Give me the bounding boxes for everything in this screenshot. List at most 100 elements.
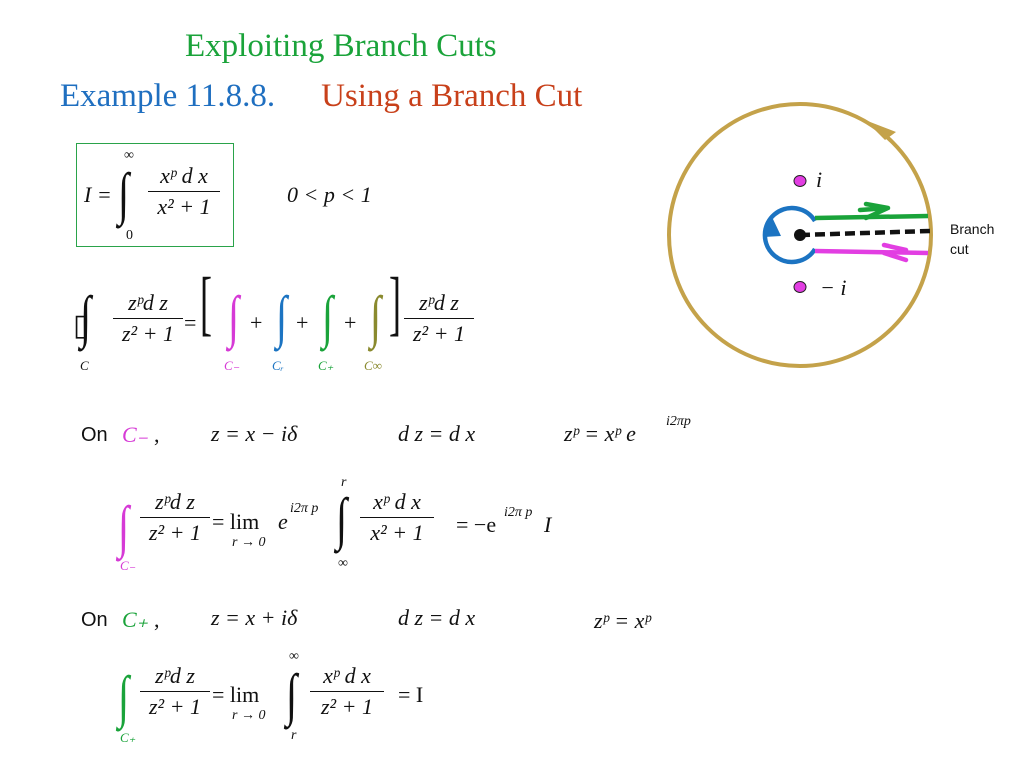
eq2-lhs-fraction: zᵖd z z² + 1: [113, 290, 183, 347]
eq4-inner-numerator: xᵖ d x: [323, 663, 371, 688]
eq3-exp-base: e: [278, 509, 288, 534]
eq1-denominator: x² + 1: [157, 194, 211, 219]
upper-path-arrow: [857, 201, 891, 221]
eq1-upper-limit: ∞: [124, 148, 134, 163]
cminus-zp-exponent: i2πp: [666, 414, 691, 429]
eq2-integral-cinf: ∫: [370, 284, 382, 349]
eq2-plus-1: +: [250, 310, 263, 335]
pole-top-label: i: [816, 167, 822, 192]
eq3-contour-label: C₋: [120, 558, 136, 573]
eq1-lower-limit: 0: [126, 228, 133, 243]
eq3-lhs-numerator: zᵖd z: [155, 489, 195, 514]
eq4-integral-sign: ∫: [118, 664, 130, 729]
cminus-zp-definition: zᵖ = xᵖ e: [564, 421, 636, 446]
eq2-integral-cr: ∫: [276, 284, 288, 349]
eq1-numerator: xᵖ d x: [160, 163, 208, 188]
eq4-lhs-numerator: zᵖd z: [155, 663, 195, 688]
eq4-inner-integral-sign: ∫: [286, 662, 298, 727]
eq3-lim: = lim: [212, 509, 260, 534]
eq2-plus-3: +: [344, 310, 357, 335]
example-subtitle: Using a Branch Cut: [321, 78, 583, 114]
example-heading: Example 11.8.8. Using a Branch Cut: [60, 78, 582, 115]
title-line1: Exploiting Branch Cuts: [185, 28, 497, 64]
eq4-inner-denominator: z² + 1: [320, 694, 373, 719]
eq1-integral-sign: ∫: [118, 161, 130, 226]
eq3-lhs-fraction: zᵖd z z² + 1: [140, 489, 210, 546]
eq2-equals: =: [184, 310, 197, 335]
pole-bottom-label: − i: [820, 275, 846, 300]
branch-cut-label-2: cut: [950, 241, 969, 257]
eq3-result-tail: I: [544, 512, 552, 537]
eq2-integral-cplus: ∫: [322, 284, 334, 349]
eq3-inner-bar: [360, 517, 434, 518]
eq4-lower-limit: r: [291, 728, 297, 743]
pole-bottom-dot: [793, 281, 807, 293]
contour-diagram: i − i Branch cut: [667, 102, 994, 368]
branch-cut-line: [799, 228, 931, 238]
cplus-z-definition: z = x + iδ: [211, 605, 298, 630]
outer-contour-arrow: [865, 120, 896, 140]
eq3-upper-limit: r: [341, 475, 347, 490]
on-cminus-label: On: [81, 424, 108, 446]
eq2-contour-box: ▯: [73, 309, 90, 342]
on-cplus-contour: C₊: [122, 607, 149, 632]
eq3-integral-sign: ∫: [118, 494, 130, 559]
branch-cut-label-1: Branch: [950, 221, 994, 237]
eq3-inner-denominator: x² + 1: [370, 520, 424, 545]
eq1-fraction: xᵖ d x x² + 1: [148, 163, 220, 220]
example-number: Example 11.8.8.: [60, 78, 276, 114]
eq2-lhs-numerator: zᵖd z: [128, 290, 168, 315]
eq3-exponent: i2π p: [290, 501, 319, 516]
eq2-label-cr: Cᵣ: [272, 358, 284, 373]
eq4-lhs-fraction: zᵖd z z² + 1: [140, 663, 210, 720]
eq3-lower-limit: ∞: [338, 556, 348, 571]
eq3-lim-subscript: r → 0: [232, 535, 266, 550]
eq2-right-bracket: ]: [389, 263, 401, 343]
cplus-dz-definition: d z = d x: [398, 605, 476, 630]
eq4-lhs-denominator: z² + 1: [148, 694, 201, 719]
eq2-rhs-fraction: zᵖd z z² + 1: [404, 290, 474, 347]
eq2-integral-cminus: ∫: [228, 284, 240, 349]
eq2-rhs-numerator: zᵖd z: [419, 290, 459, 315]
eq3-result-exponent: i2π p: [504, 505, 533, 520]
on-cplus-comma: ,: [154, 607, 160, 632]
eq2-rhs-denominator: z² + 1: [412, 321, 465, 346]
eq1-lhs: I =: [84, 182, 112, 207]
eq3-result: = −e: [456, 512, 497, 537]
eq2-lhs-denominator: z² + 1: [121, 321, 174, 346]
eq4-inner-fraction: xᵖ d x z² + 1: [310, 663, 384, 720]
eq2-contour-label: C: [80, 358, 89, 373]
outer-contour-circle: [667, 102, 933, 368]
eq4-upper-limit: ∞: [289, 649, 299, 664]
lower-path-arrow: [881, 242, 909, 263]
eq3-lhs-denominator: z² + 1: [148, 520, 201, 545]
eq2-label-cminus: C₋: [224, 358, 240, 373]
cminus-dz-definition: d z = d x: [398, 421, 476, 446]
eq4-inner-bar: [310, 691, 384, 692]
eq4-lhs-bar: [140, 691, 210, 692]
eq2-label-cinf: C∞: [364, 358, 382, 373]
eq2-plus-2: +: [296, 310, 309, 335]
eq3-inner-integral-sign: ∫: [336, 486, 348, 551]
eq2-rhs-bar: [404, 318, 474, 319]
eq4-lim: = lim: [212, 682, 260, 707]
eq3-lhs-bar: [140, 517, 210, 518]
eq2-left-bracket: [: [200, 263, 212, 343]
eq1-condition: 0 < p < 1: [287, 182, 372, 207]
eq4-lim-subscript: r → 0: [232, 708, 266, 723]
eq2-contour-integral-sign: ∫: [80, 284, 92, 349]
pole-top-dot: [793, 175, 807, 187]
cminus-z-definition: z = x − iδ: [211, 421, 298, 446]
on-cplus-label: On: [81, 609, 108, 631]
eq3-inner-numerator: xᵖ d x: [373, 489, 421, 514]
definition-box: [76, 143, 234, 247]
eq4-contour-label: C₊: [120, 730, 136, 745]
eq1-fraction-bar: [148, 191, 220, 192]
eq4-result: = I: [398, 682, 424, 707]
branch-point: [794, 229, 806, 241]
eq3-inner-fraction: xᵖ d x x² + 1: [360, 489, 434, 546]
lower-path-line: [814, 248, 929, 256]
eq2-lhs-bar: [113, 318, 183, 319]
eq2-label-cplus: C₊: [318, 358, 334, 373]
on-cminus-comma: ,: [154, 422, 160, 447]
